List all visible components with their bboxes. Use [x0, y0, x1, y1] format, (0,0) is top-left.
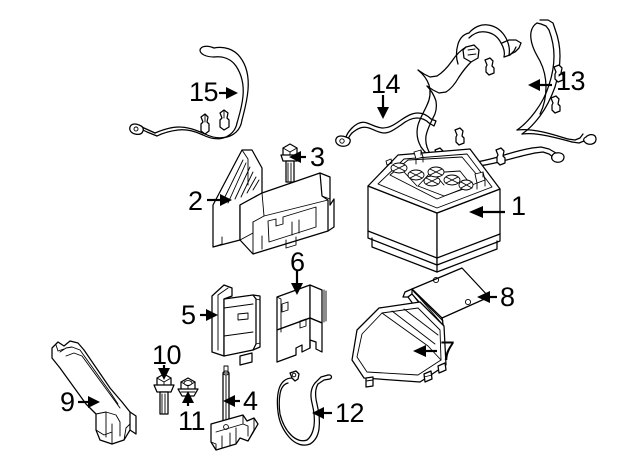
callout-label-6: 6	[290, 247, 305, 277]
callout-label-5: 5	[181, 300, 196, 330]
leader-7	[413, 345, 437, 357]
leader-3	[289, 151, 306, 163]
callout-label-15: 15	[189, 77, 219, 107]
callout-label-1: 1	[511, 191, 526, 221]
part-12-battery-vent-tube	[276, 370, 333, 446]
battery-cell-cap	[427, 166, 445, 178]
part-2-battery-tray-support	[212, 149, 335, 255]
callout-label-11: 11	[178, 406, 206, 436]
callout-label-13: 13	[556, 66, 586, 96]
part-7-battery-cover	[351, 301, 447, 388]
leader-8	[477, 291, 497, 303]
part-4-battery-hold-down-rod	[210, 365, 259, 451]
callout-label-2: 2	[188, 186, 203, 216]
leader-11	[182, 391, 194, 406]
callout-label-14: 14	[371, 69, 401, 99]
callout-label-4: 4	[243, 386, 258, 416]
callout-label-12: 12	[335, 398, 365, 428]
callout-label-9: 9	[60, 387, 75, 417]
leader-5	[200, 309, 218, 321]
part-15-battery-wiring-harness	[129, 45, 249, 140]
leader-10	[158, 365, 170, 380]
callout-label-10: 10	[152, 340, 182, 370]
battery-positive-terminal	[413, 149, 424, 165]
part-5-battery-support-bracket	[211, 284, 261, 366]
part-9-battery-tray-rail	[51, 340, 137, 445]
leader-6	[291, 270, 303, 295]
leader-9	[78, 396, 100, 408]
part-14-negative-battery-cable	[335, 112, 437, 147]
leader-1	[469, 206, 505, 218]
battery-cell-cap	[458, 179, 474, 191]
battery-cell-cap	[407, 169, 425, 181]
callout-label-3: 3	[310, 142, 325, 172]
leader-15	[219, 87, 238, 99]
part-6-battery-heat-shield	[276, 284, 327, 363]
leader-12	[312, 407, 332, 419]
battery-negative-terminal	[474, 171, 486, 190]
battery-cell-cap	[443, 174, 461, 186]
battery-cell-cap	[423, 175, 441, 187]
leader-4	[223, 395, 240, 407]
callout-label-8: 8	[500, 282, 515, 312]
battery-cell-cap	[390, 162, 408, 174]
part-3-hex-flange-bolt	[280, 143, 300, 183]
leader-2	[207, 194, 232, 206]
callout-label-7: 7	[440, 336, 455, 366]
leader-14	[377, 95, 389, 119]
leader-13	[528, 79, 552, 91]
part-1-battery	[367, 148, 501, 273]
